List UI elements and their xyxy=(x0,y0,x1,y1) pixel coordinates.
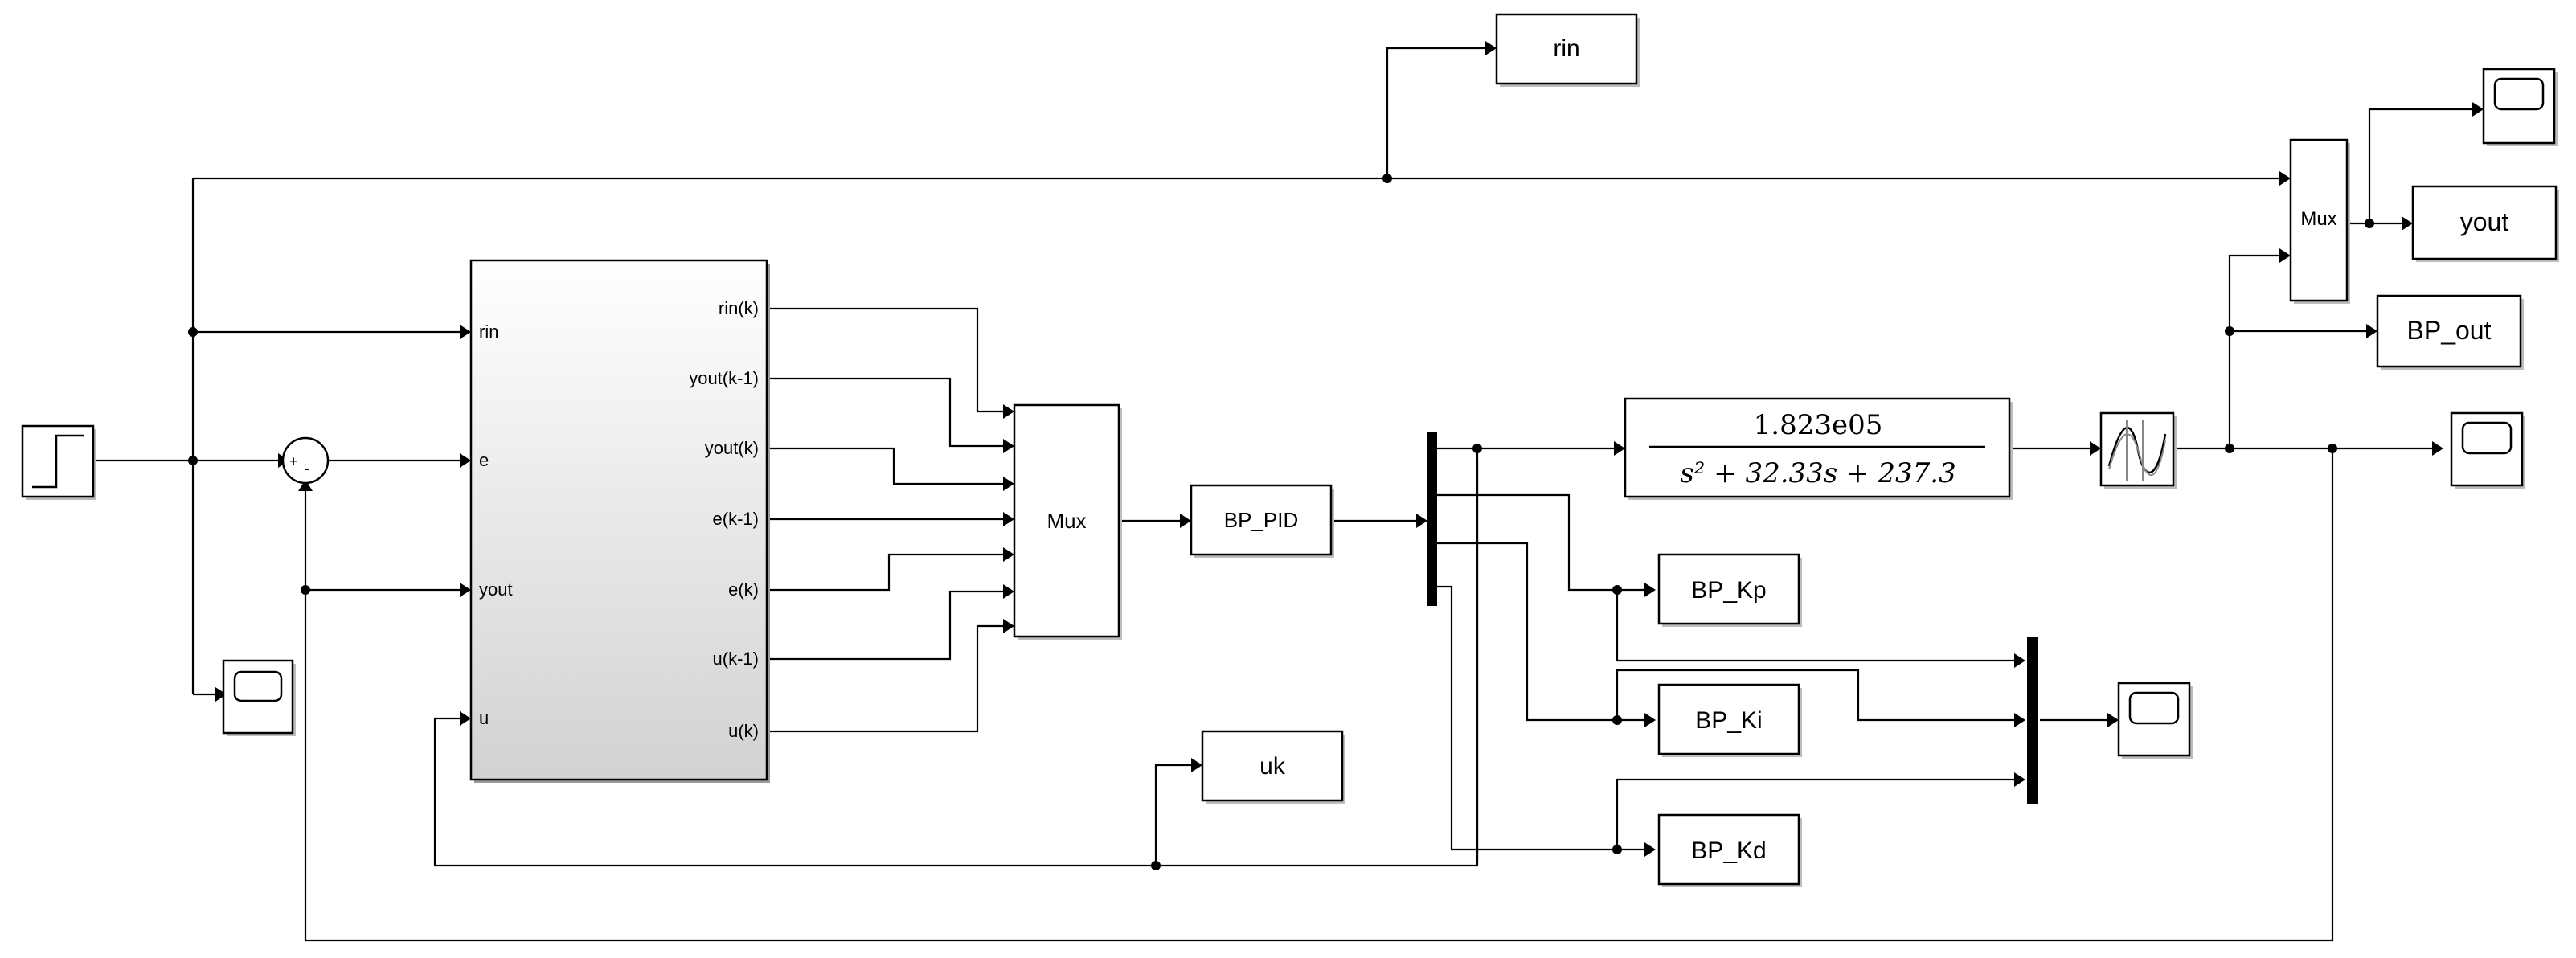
bp-nn-subsystem[interactable]: rin e yout u rin(k) yout(k-1) yout(k) e(… xyxy=(469,259,770,783)
zero-order-hold-icon xyxy=(2107,420,2167,481)
scope-left[interactable] xyxy=(222,659,296,736)
bp-ki-to-workspace-block[interactable]: BP_Ki xyxy=(1657,683,1802,757)
nn-output-yout-k: yout(k) xyxy=(705,438,759,458)
scope-icon xyxy=(233,670,283,702)
demux-center[interactable] xyxy=(1427,432,1437,606)
scope-icon xyxy=(2493,77,2545,111)
nn-output-rin-k: rin(k) xyxy=(719,298,759,318)
bp-out-workspace-label: BP_out xyxy=(2407,316,2492,345)
mux-gains[interactable] xyxy=(2027,637,2038,804)
nn-input-rin: rin xyxy=(479,321,498,342)
bp-kd-to-workspace-block[interactable]: BP_Kd xyxy=(1657,813,1802,887)
sum-plus-sign: + xyxy=(289,453,298,469)
uk-workspace-label: uk xyxy=(1259,753,1286,780)
nn-output-e-k: e(k) xyxy=(728,579,759,600)
uk-to-workspace-block[interactable]: uk xyxy=(1201,730,1345,804)
bp-ki-label: BP_Ki xyxy=(1695,707,1762,734)
scope-plant-output[interactable] xyxy=(2450,411,2525,489)
nn-input-u: u xyxy=(479,708,489,728)
nn-output-yout-k-1: yout(k-1) xyxy=(689,368,759,388)
step-icon xyxy=(32,434,84,489)
bp-pid-label: BP_PID xyxy=(1224,508,1299,532)
bp-kp-to-workspace-block[interactable]: BP_Kp xyxy=(1657,553,1802,627)
mux-output-label: Mux xyxy=(2300,208,2336,230)
rin-workspace-label: rin xyxy=(1553,35,1579,62)
tf-numerator: 1.823e05 xyxy=(1754,409,1883,441)
mux-output[interactable]: Mux xyxy=(2289,138,2350,304)
mux-center[interactable]: Mux xyxy=(1013,403,1122,640)
signal-lines xyxy=(93,47,2472,942)
tf-denominator: s² + 32.33s + 237.3 xyxy=(1680,457,1956,489)
yout-to-workspace-block[interactable]: yout xyxy=(2411,185,2559,262)
bp-kp-label: BP_Kp xyxy=(1691,577,1766,604)
zero-order-hold-block[interactable] xyxy=(2099,411,2177,489)
scope-icon xyxy=(2128,691,2180,725)
bp-kd-label: BP_Kd xyxy=(1691,837,1766,864)
bp-pid-block[interactable]: BP_PID xyxy=(1190,484,1334,558)
yout-workspace-label: yout xyxy=(2460,207,2509,236)
sum-minus-sign: - xyxy=(304,458,309,478)
nn-output-u-k-1: u(k-1) xyxy=(713,649,759,669)
scope-icon xyxy=(2461,421,2513,455)
junction-dots xyxy=(188,174,2374,870)
nn-output-e-k-1: e(k-1) xyxy=(713,509,759,529)
scope-gains[interactable] xyxy=(2117,682,2193,759)
step-block[interactable] xyxy=(21,424,96,500)
transfer-fcn-block[interactable]: 1.823e05 s² + 32.33s + 237.3 xyxy=(1624,397,2013,500)
bp-out-to-workspace-block[interactable]: BP_out xyxy=(2376,294,2524,370)
rin-to-workspace-block[interactable]: rin xyxy=(1495,13,1640,87)
nn-output-u-k: u(k) xyxy=(728,721,759,741)
sum-block[interactable]: + - xyxy=(281,436,330,485)
nn-input-e: e xyxy=(479,450,489,470)
arrowheads xyxy=(215,41,2484,857)
mux-center-label: Mux xyxy=(1046,509,1086,533)
scope-output-compare[interactable] xyxy=(2482,68,2558,146)
nn-input-yout: yout xyxy=(479,579,513,600)
